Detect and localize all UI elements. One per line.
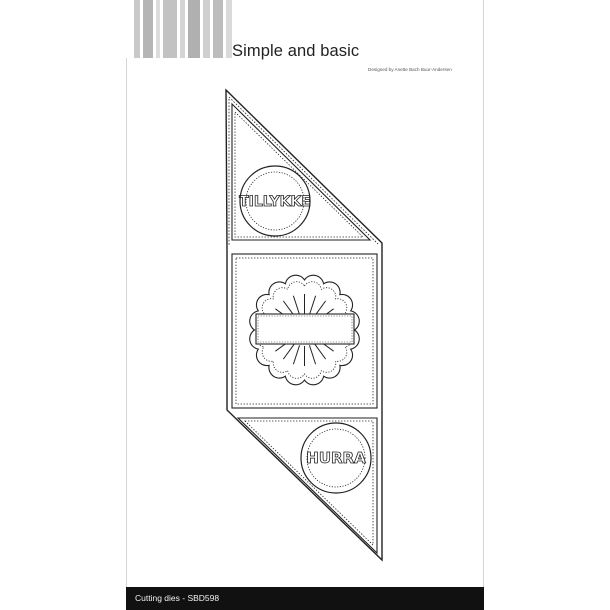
decorative-stripes	[126, 0, 242, 58]
medallion-label-bar	[255, 313, 355, 345]
scallop-outline	[249, 274, 360, 386]
bottom-triangle-panel	[236, 417, 378, 555]
top-triangle-panel	[231, 102, 372, 241]
die-outline	[225, 88, 383, 562]
bottom-circle-badge	[300, 422, 372, 494]
medallion-ray	[308, 295, 317, 315]
middle-panel	[231, 253, 378, 409]
die-inner-outline	[228, 96, 379, 246]
brand-title: Simple and basic	[232, 42, 360, 60]
product-code: Cutting dies - SBD598	[135, 593, 220, 603]
top-badge-text: TILLYKKE	[239, 194, 311, 210]
scallop-stitch	[255, 281, 354, 379]
medallion-ray	[282, 342, 296, 360]
bottom-badge-text: HURRA	[306, 449, 366, 467]
top-circle-badge	[239, 165, 311, 237]
medallion-ray	[292, 295, 301, 315]
medallion-ray	[308, 345, 317, 365]
medallion-ray	[292, 345, 301, 365]
designer-credit: Designed by Anette Bach Buur-Andersen	[368, 67, 452, 72]
footer-bar: Cutting dies - SBD598	[126, 587, 484, 610]
medallion-ray	[313, 342, 327, 360]
